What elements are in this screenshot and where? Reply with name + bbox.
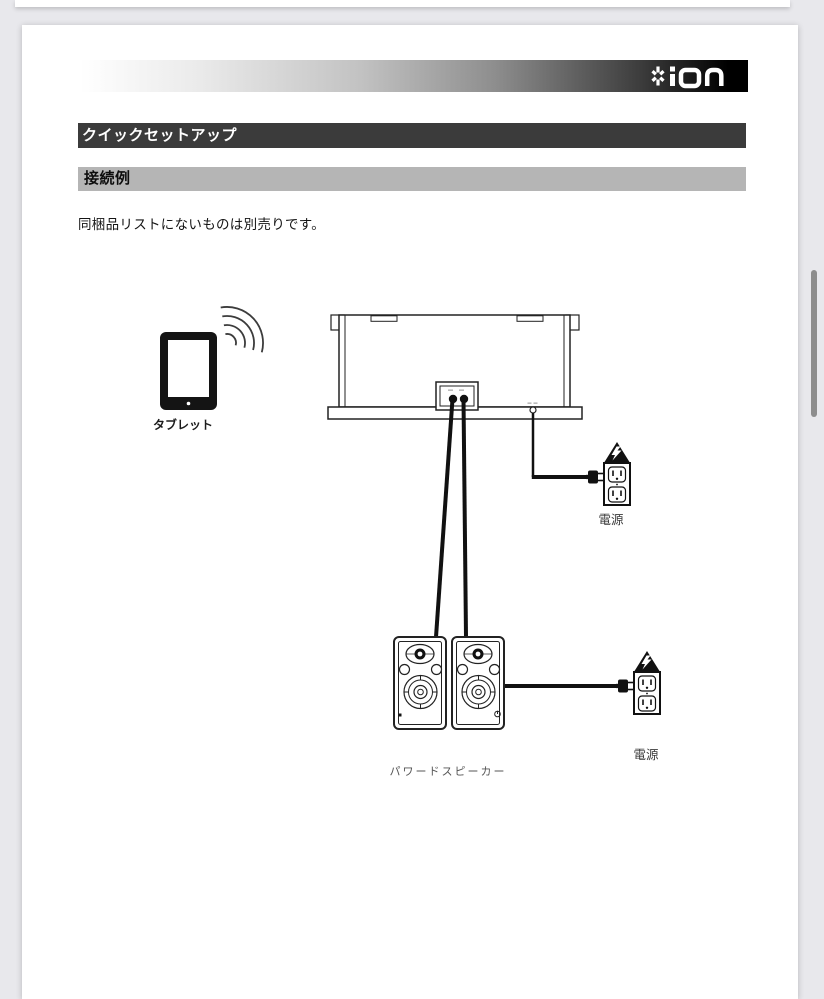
logo-letter-n — [704, 67, 724, 86]
power-label-bottom: 電源 — [633, 748, 659, 762]
intro-text: 同梱品リストにないものは別売りです。 — [78, 217, 326, 232]
scrollbar-thumb[interactable] — [811, 270, 817, 417]
section-title: クイックセットアップ — [82, 127, 238, 144]
asterisk-star-icon — [651, 66, 665, 86]
previous-page-edge — [15, 0, 790, 7]
subsection-title: 接続例 — [84, 170, 131, 187]
powered-speakers-label: パワードスピーカー — [389, 766, 507, 778]
logo-letter-i — [670, 66, 675, 86]
section-header-bar: クイックセットアップ — [78, 123, 746, 148]
brand-header-bar — [80, 60, 748, 92]
logo-letter-o — [678, 67, 702, 89]
ion-logo — [651, 66, 724, 89]
tablet-label: タブレット — [152, 418, 213, 432]
subsection-header-bar: 接続例 — [78, 167, 746, 191]
power-label-top: 電源 — [598, 513, 624, 527]
